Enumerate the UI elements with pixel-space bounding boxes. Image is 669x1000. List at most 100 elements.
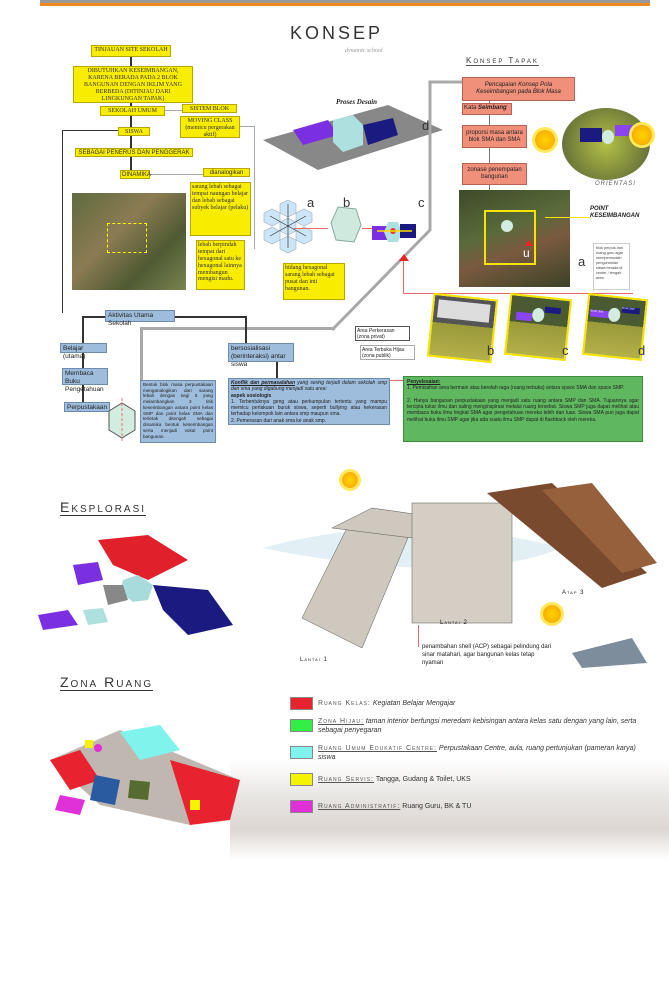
tapak-zonase: zonase penempatan bangunan: [462, 163, 527, 185]
site-aerial-photo: [72, 193, 186, 290]
arrow: [130, 103, 132, 106]
penyelesaian-title: Penyelesaian:: [407, 379, 441, 385]
keseimbangan-text: KESEIMBANGAN: [590, 213, 640, 220]
orientasi-circle: [562, 108, 650, 180]
aktivitas-utama: Aktivitas Utama Sekolah: [105, 310, 175, 327]
design-model-d: [263, 105, 443, 170]
flow-sistem-blok: SISTEM BLOK: [182, 104, 237, 113]
navy-block: [580, 128, 602, 142]
arrow: [130, 116, 132, 127]
label-c: c: [562, 343, 569, 358]
seimbang-text: Seimbang: [478, 105, 507, 111]
penyelesaian-item: 2. Hanya bangunan perpustakaan yang menj…: [407, 397, 639, 423]
arrow: [130, 136, 132, 148]
purple-block: [615, 125, 633, 136]
connector: [82, 316, 105, 318]
floor-plans: [262, 483, 657, 668]
sun-icon: [632, 125, 652, 145]
arrow: [362, 228, 372, 229]
area-perkerasan-label: Area Perkerasan (zona privat): [355, 326, 410, 341]
connector: [403, 260, 404, 294]
bentuk-blok-text: Bentuk blok masa perpustakaan menganalog…: [140, 380, 216, 443]
arrow: [390, 380, 403, 381]
flow-tinjauan: TINJAUAN SITE SEKOLAH: [91, 45, 171, 57]
sun-icon: [543, 605, 561, 623]
zona-title: Zona Ruang: [60, 674, 154, 692]
flow-bidang: bidang hexagonal sarang lebah sebagai pu…: [283, 263, 345, 300]
atap-3-roof: [487, 483, 647, 588]
arrow: [276, 362, 278, 378]
lantai-2-plan: [411, 502, 513, 624]
aspek-title: aspek sosiologis: [231, 392, 272, 399]
flow-lebah: lebah berpindah tempat dari hexagonal sa…: [196, 240, 245, 290]
legend-label: Ruang Servis:: [318, 776, 374, 783]
connector: [140, 327, 143, 380]
arrow: [130, 57, 132, 66]
label-a: a: [578, 254, 586, 269]
konflik-title: Konflik dan permasalahan: [231, 380, 295, 386]
sun-icon: [342, 472, 358, 488]
legend-servis: Ruang Servis: Tangga, Gudang & Toilet, U…: [318, 776, 638, 785]
point-center: [501, 220, 513, 232]
penyelesaian-item: 1. Pemisahan area bermain atau berolah r…: [407, 385, 625, 392]
connector: [150, 174, 203, 175]
zona-plan: [50, 725, 240, 825]
flow-penerus: SEBAGAI PENERUS DAN PENGGERAK: [75, 148, 193, 157]
arrow-up-icon: [399, 254, 409, 261]
area-terbuka-label: Area Terbuka Hijau (zona publik): [360, 345, 415, 360]
design-model-c: [372, 222, 416, 242]
top-bar: [40, 0, 650, 3]
navy-block: [363, 118, 398, 145]
page-title: KONSEP: [290, 23, 384, 43]
legend-kelas: Ruang Kelas: Kegiatan Belajar Mengajar: [318, 700, 658, 709]
top-accent-bar: [40, 3, 650, 6]
flow-dianalogikan: dianalogikan: [203, 168, 250, 177]
label-d: d: [422, 118, 430, 133]
page-subtitle: dynamic school: [345, 48, 383, 54]
flow-siswa: SISWA: [118, 127, 150, 136]
arrow: [82, 316, 84, 343]
connector: [165, 110, 182, 111]
flow-dinamika: DINAMIKA: [120, 170, 152, 179]
lantai-1-label: Lantai 1: [300, 657, 328, 663]
legend-desc: Perpustakaan Centre, aula, ruang pertunj…: [318, 745, 636, 761]
hexagon-cluster: [263, 199, 313, 254]
flow-sekolah-umum: SEKOLAH UMUM: [100, 106, 165, 116]
shell-note: penambahan shell (ACP) sebagai pelindung…: [422, 644, 552, 666]
label-c: c: [418, 195, 425, 210]
orientasi-label: ORIENTASI: [595, 181, 636, 187]
connector: [240, 126, 254, 127]
aktivitas-belajar: Belajar (utama): [60, 343, 107, 360]
legend-label: Ruang Administratif:: [318, 803, 401, 810]
label-d: d: [638, 343, 646, 358]
aktivitas-perpustakaan: Perpustakaan: [64, 402, 110, 412]
aktivitas-bersosialisasi: bersosialisasi (berinteraksi) antar sisw…: [228, 343, 294, 368]
connector: [254, 126, 255, 249]
arrow: [294, 228, 328, 229]
acp-panel: [572, 638, 647, 668]
arrow: [130, 157, 132, 170]
legend-label: Ruang Umum Edukatif Centre:: [318, 745, 437, 752]
hexagon-block: [602, 130, 614, 144]
tapak-pencapaian: Pencapaian Konsep Pola Keseimbangan pada…: [462, 77, 575, 101]
site-boundary: [484, 210, 536, 265]
konflik-item: 2. Pemerasan dari anak sma ke anak smp.: [231, 417, 327, 424]
connector: [62, 130, 63, 313]
exploration-model: [38, 535, 233, 635]
legend-label: Ruang Kelas:: [318, 700, 371, 707]
connector: [140, 327, 335, 330]
konflik-box: Konflik dan permasalahan yang sering ter…: [228, 378, 390, 425]
legend-desc: Ruang Guru, BK & TU: [402, 803, 472, 810]
legend-swatch-hijau: [290, 719, 313, 732]
atap-3-label: Atap 3: [562, 590, 585, 596]
connector: [175, 316, 245, 318]
hexagon-block: [333, 115, 363, 152]
label-b: b: [487, 343, 495, 358]
proses-desain-label: Proses Desain: [336, 98, 378, 106]
kata-text: Kata: [464, 105, 479, 111]
blok-smp-block: BLOK SMP: [621, 306, 641, 315]
eksplorasi-title: Eksplorasi: [60, 499, 147, 517]
legend-swatch-administratif: [290, 800, 313, 813]
legend-hijau: Zona Hijau: taman interior berfungsi mer…: [318, 718, 648, 736]
